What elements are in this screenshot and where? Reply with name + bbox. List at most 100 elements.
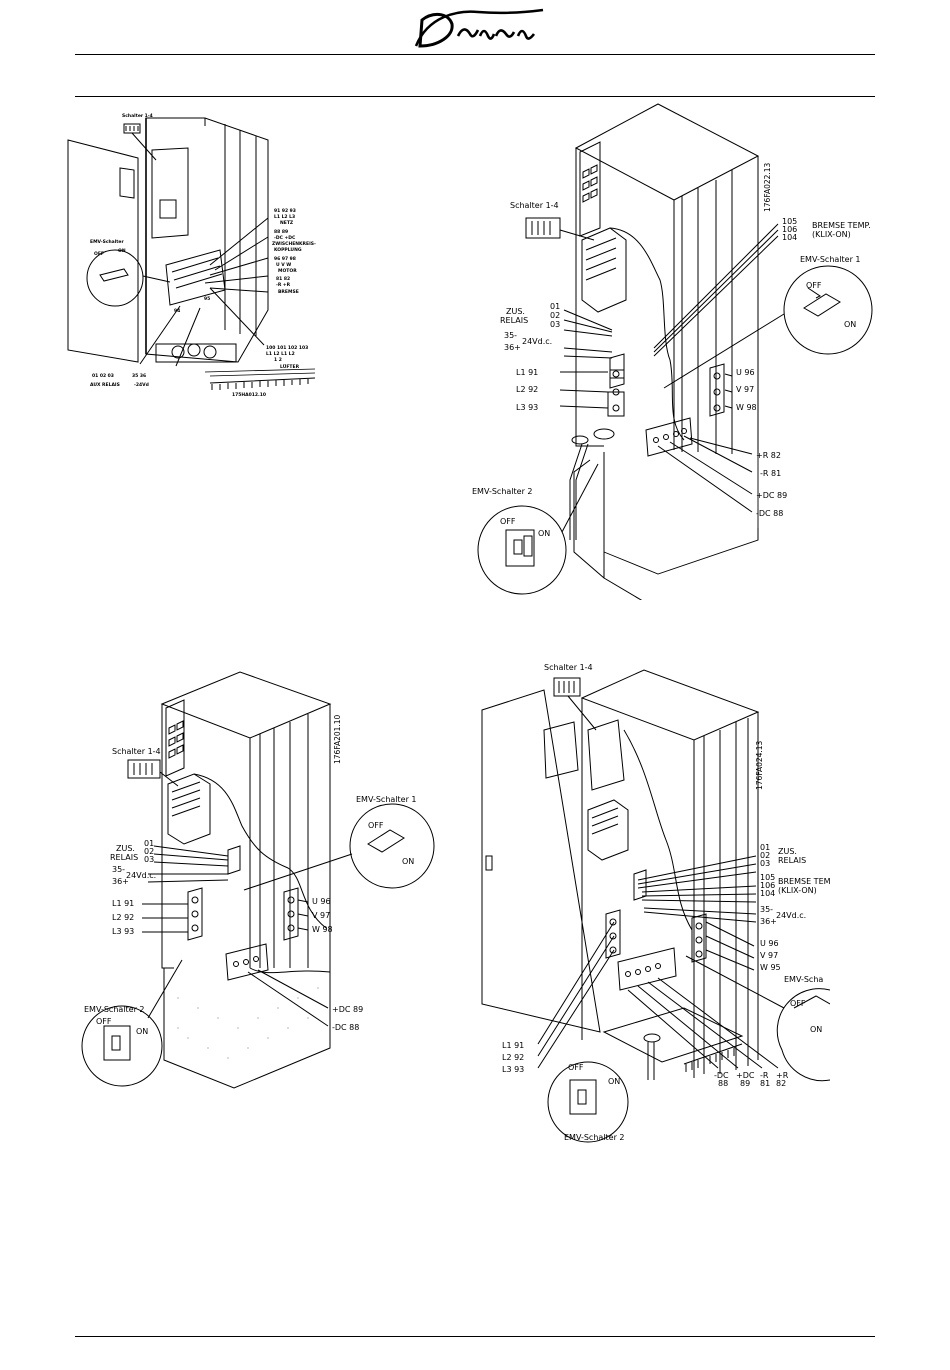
fig2-rel-03: 03 — [550, 320, 560, 329]
fig2-schalter-label: Schalter 1-4 — [510, 201, 559, 210]
fig4-on2: ON — [608, 1077, 620, 1086]
diagram-fig4: Schalter 1-4 176FA024.13 01 02 03 ZUS. R… — [481, 663, 830, 1143]
fig4-w: W 95 — [760, 963, 781, 972]
fig2-bt2: (KLIX-ON) — [812, 230, 851, 239]
fig3-schalter-label: Schalter 1-4 — [112, 747, 161, 756]
fig2-t36: 36+ — [504, 343, 521, 352]
fig3-w: W 98 — [312, 925, 333, 934]
fig3-u: U 96 — [312, 897, 331, 906]
fig4-n82: 82 — [776, 1079, 786, 1088]
fig3-dc88: -DC 88 — [332, 1023, 359, 1032]
fig4-t36: 36+ — [760, 917, 777, 926]
fig1-v24: -24Vd — [134, 382, 149, 388]
fig3-off2: OFF — [96, 1017, 112, 1026]
fig4-zus: ZUS. — [778, 847, 797, 856]
fig1-schalter-label: Schalter 1-4 — [122, 113, 153, 119]
fig4-on1: ON — [810, 1025, 822, 1034]
fig2-dc88: -DC 88 — [756, 509, 783, 518]
fig3-emv2: EMV-Schalter 2 — [84, 1005, 145, 1014]
danfoss-logo-icon — [414, 8, 544, 48]
fig1-br: BREMSE — [278, 289, 299, 295]
fig1-emv-label: EMV-Schalter — [90, 239, 124, 245]
fig2-emv2: EMV-Schalter 2 — [472, 487, 533, 496]
fig3-v: V 97 — [312, 911, 330, 920]
fig1-off-label: OFF — [94, 251, 104, 257]
fig2-v24: 24Vd.c. — [522, 337, 552, 346]
fig2-code: 176FA022.13 — [763, 162, 772, 212]
fig4-bt-105: 105 — [760, 873, 775, 882]
fig4-v24: 24Vd.c. — [776, 911, 806, 920]
fig1-zw: ZWISCHENKREIS- — [272, 241, 316, 247]
fig4-bt-106: 106 — [760, 881, 775, 890]
header-rule-bottom — [75, 96, 875, 97]
fig1-code: 175HA012.10 — [232, 392, 266, 398]
fig4-l2: L2 92 — [502, 1053, 524, 1062]
fig2-rel-01: 01 — [550, 302, 560, 311]
fig4-l1: L1 91 — [502, 1041, 524, 1050]
fig3-on1: ON — [402, 857, 414, 866]
fig2-on2: ON — [538, 529, 550, 538]
fig4-relais: RELAIS — [778, 856, 806, 865]
fig2-l2: L2 92 — [516, 385, 538, 394]
fig3-on2: ON — [136, 1027, 148, 1036]
fig3-code: 176FA201.10 — [333, 714, 342, 764]
fig2-on1: ON — [844, 320, 856, 329]
fig1-t95: 95 — [204, 296, 210, 302]
fig2-r81: -R 81 — [760, 469, 781, 478]
fig3-l1: L1 91 — [112, 899, 134, 908]
fig1-on-label: ON — [118, 248, 126, 254]
fig4-dc88: -DC — [714, 1071, 729, 1080]
fig4-bt: BREMSE TEM — [778, 877, 830, 886]
fig2-l1: L1 91 — [516, 368, 538, 377]
fig2-r82: +R 82 — [756, 451, 781, 460]
diagram-fig2: Schalter 1-4 176FA022.13 105 106 104 BRE… — [472, 103, 873, 600]
fig4-n81: 81 — [760, 1079, 770, 1088]
fig1-motor: MOTOR — [278, 268, 297, 274]
fig2-rel-02: 02 — [550, 311, 560, 320]
fig3-l3: L3 93 — [112, 927, 134, 936]
fig3-l2: L2 92 — [112, 913, 134, 922]
fig2-bt-104: 104 — [782, 233, 797, 242]
fig3-emv1: EMV-Schalter 1 — [356, 795, 417, 804]
fig2-t35: 35- — [504, 331, 517, 340]
fig2-relais: RELAIS — [500, 316, 528, 325]
fig2-zus: ZUS. — [506, 307, 525, 316]
fig1-netz-nums: 91 92 93 — [274, 208, 296, 214]
fig4-n88: 88 — [718, 1079, 728, 1088]
fig1-br-nums: 81 82 — [276, 276, 290, 282]
fig2-v: V 97 — [736, 385, 754, 394]
fig2-bt-106: 106 — [782, 225, 797, 234]
fig3-housing-stipple — [177, 987, 319, 1059]
fig1-motor-uvw: U V W — [276, 262, 291, 268]
fig3-relais: RELAIS — [110, 853, 138, 862]
header-rule-top — [75, 54, 875, 55]
fig4-r82: +R — [776, 1071, 789, 1080]
fig2-l3: L3 93 — [516, 403, 538, 412]
fig1-br-r: -R +R — [276, 282, 291, 288]
fig4-t35: 35- — [760, 905, 773, 914]
fig4-off1: OFF — [790, 999, 806, 1008]
fig1-fan-sub: 1 2 — [274, 357, 282, 363]
fig2-off1: OFF — [806, 281, 822, 290]
fig4-r81: -R — [760, 1071, 769, 1080]
fig2-emv1: EMV-Schalter 1 — [800, 255, 861, 264]
fig3-dc89: +DC 89 — [332, 1005, 363, 1014]
footer-rule — [75, 1336, 875, 1337]
fig4-dc89: +DC — [736, 1071, 755, 1080]
diagram-fig1: Schalter 1-4 EMV-Schalter OFF ON 91 92 9… — [67, 113, 316, 398]
fig2-dc89: +DC 89 — [756, 491, 787, 500]
fig1-zw2: KOPPLUNG — [274, 247, 302, 253]
fig2-w: W 98 — [736, 403, 757, 412]
fig2-off2: OFF — [500, 517, 516, 526]
fig1-motor-nums: 96 97 98 — [274, 256, 296, 262]
fig3-rel-03: 03 — [144, 855, 154, 864]
fig3-rel-01: 01 — [144, 839, 154, 848]
fig1-t94: 94 — [174, 308, 180, 314]
fig3-rel-02: 02 — [144, 847, 154, 856]
fig3-t35: 35- — [112, 865, 125, 874]
fig1-zw-nums: 88 89 — [274, 229, 288, 235]
fig2-bt-105: 105 — [782, 217, 797, 226]
fig1-fan-nums: 100 101 102 103 — [266, 345, 308, 351]
fig3-off1: OFF — [368, 821, 384, 830]
fig1-fan-l: L1 L2 L1 L2 — [266, 351, 295, 357]
